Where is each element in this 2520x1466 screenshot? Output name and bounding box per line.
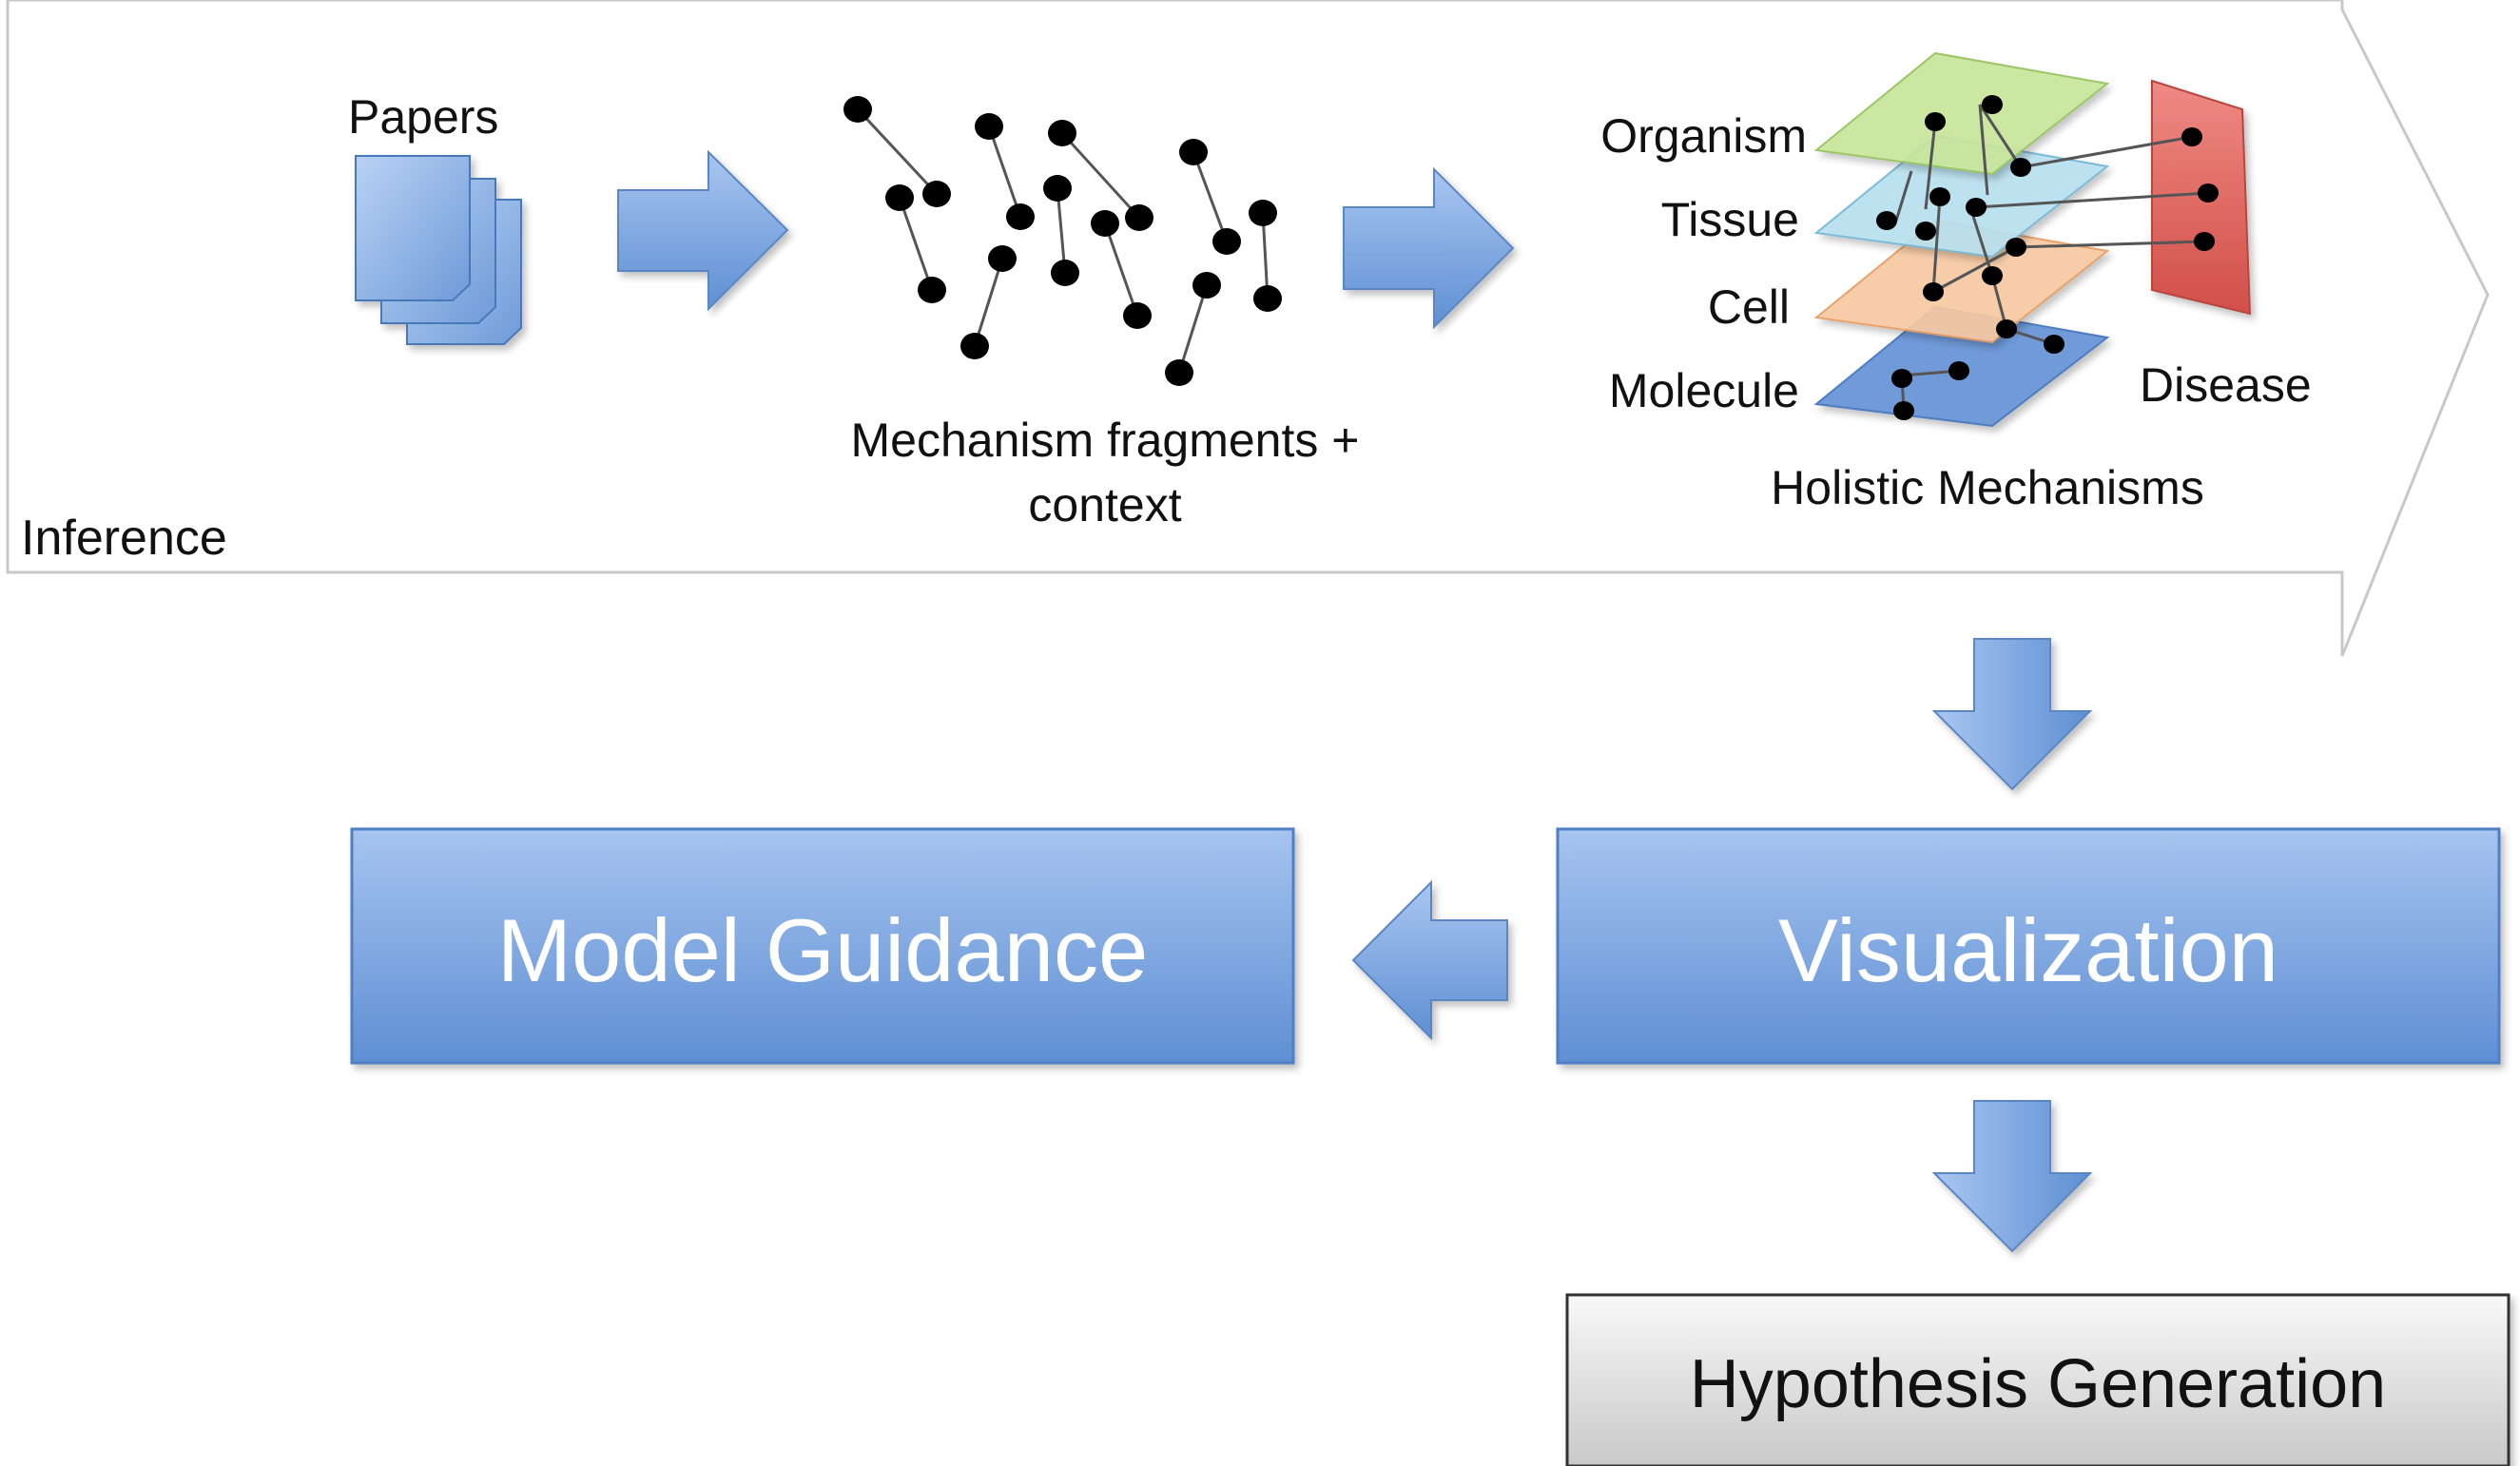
holistic-mechanisms-label: Holistic Mechanisms [1771,461,2204,514]
cell-plane [1813,219,2110,344]
level-label-organism: Organism [1600,109,1807,163]
inference-chevron [6,0,2490,657]
visualization-label: Visualization [1778,900,2278,1000]
level-label-tissue: Tissue [1661,193,1799,246]
fragment-nodes [843,96,1282,386]
fragments-label-line1: Mechanism fragments + [851,414,1360,467]
model-guidance-box [350,827,1295,1065]
level-label-molecule: Molecule [1609,364,1799,417]
arrow-fragments-to-holistic [1343,166,1515,330]
model-guidance-label: Model Guidance [497,900,1149,1000]
arrow-visualization-to-model-guidance [1351,879,1508,1041]
papers-label: Papers [348,90,498,144]
hypothesis-generation-label: Hypothesis Generation [1690,1346,2386,1422]
mechanism-fragments-graph [856,107,1270,374]
papers-icon [355,155,522,345]
holistic-mechanisms-graphic [1813,51,2252,428]
inference-label: Inference [21,511,227,566]
organism-plane [1813,51,2110,176]
arrow-holistic-to-visualization [1931,638,2093,791]
arrow-papers-to-fragments [617,149,789,312]
disease-label: Disease [2140,358,2312,412]
level-label-cell: Cell [1708,280,1790,334]
fragments-label-line2: context [1028,478,1181,531]
arrow-visualization-to-hypothesis [1931,1100,2093,1253]
hypothesis-generation-box [1565,1293,2510,1466]
visualization-box [1556,827,2501,1065]
